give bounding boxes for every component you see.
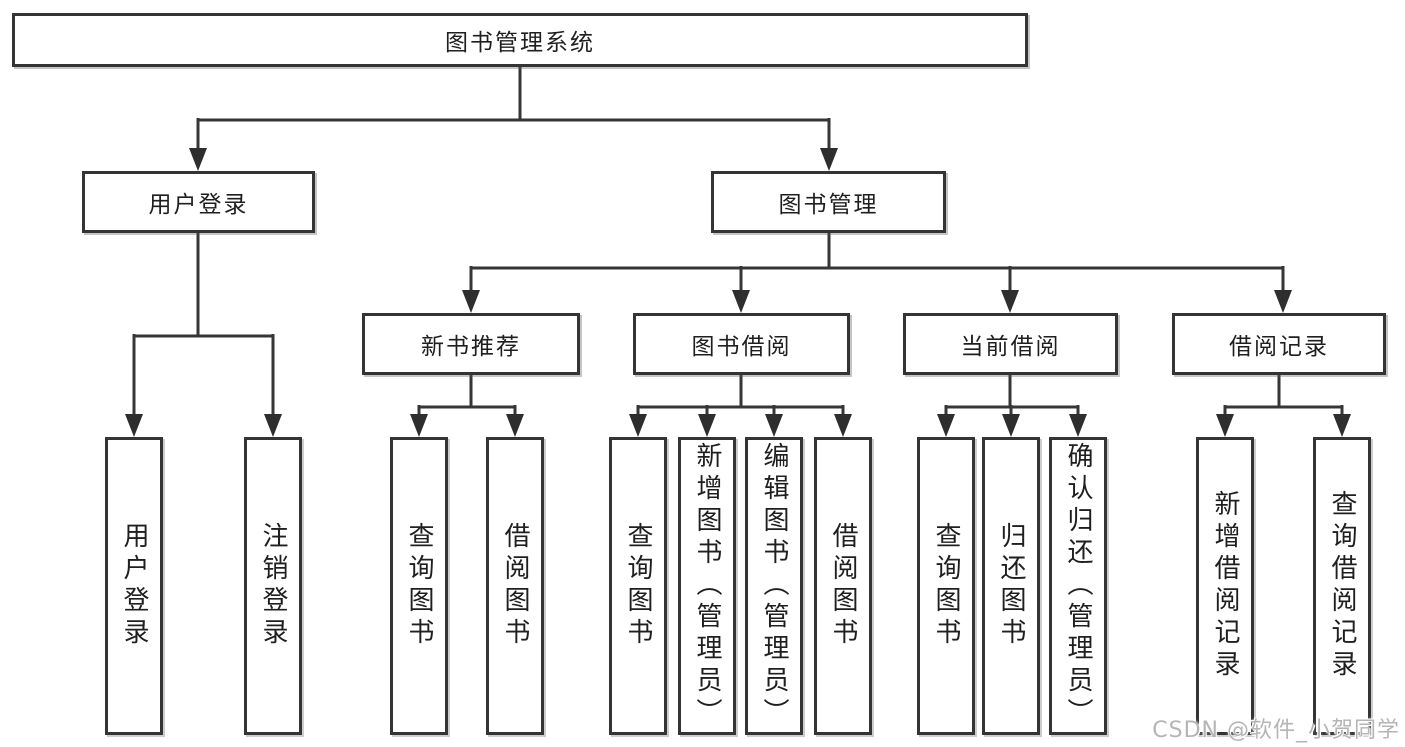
leaf-logout-label: 注销登录 xyxy=(258,522,288,650)
node-new-book-recommend: 新书推荐 xyxy=(362,313,580,375)
leaf-logout: 注销登录 xyxy=(244,437,302,735)
leaf-edit-book-admin: 编辑图书（管理员） xyxy=(745,437,803,735)
csdn-watermark: CSDN @软件_小贺同学 xyxy=(1152,718,1400,743)
node-borrowing-records-label: 借阅记录 xyxy=(1229,334,1329,360)
leaf-add-book-admin: 新增图书（管理员） xyxy=(678,437,736,735)
leaf-confirm-return-admin: 确认归还（管理员） xyxy=(1049,437,1107,735)
leaf-user-login: 用户登录 xyxy=(105,437,163,735)
leaf-query-books-borrowing: 查询图书 xyxy=(609,437,667,735)
leaf-query-borrow-record: 查询借阅记录 xyxy=(1313,437,1371,735)
node-current-borrowing: 当前借阅 xyxy=(903,313,1118,375)
node-book-borrowing: 图书借阅 xyxy=(633,313,850,375)
leaf-return-book-label: 归还图书 xyxy=(996,522,1026,650)
node-current-borrowing-label: 当前借阅 xyxy=(960,334,1061,360)
node-new-book-recommend-label: 新书推荐 xyxy=(421,334,521,360)
leaf-query-books-recommend-label: 查询图书 xyxy=(404,522,434,650)
leaf-add-book-admin-label: 新增图书（管理员） xyxy=(692,442,722,730)
leaf-query-books-current-label: 查询图书 xyxy=(931,522,961,650)
node-book-management-label: 图书管理 xyxy=(778,192,879,218)
leaf-query-books-borrowing-label: 查询图书 xyxy=(623,522,653,650)
leaf-borrow-books-recommend-label: 借阅图书 xyxy=(500,522,530,650)
leaf-query-borrow-record-label: 查询借阅记录 xyxy=(1327,490,1357,682)
node-library-system: 图书管理系统 xyxy=(12,13,1028,67)
leaf-borrow-books-label: 借阅图书 xyxy=(828,522,858,650)
leaf-borrow-books-recommend: 借阅图书 xyxy=(486,437,544,735)
leaf-query-books-recommend: 查询图书 xyxy=(390,437,448,735)
node-borrowing-records: 借阅记录 xyxy=(1172,313,1386,375)
node-book-management: 图书管理 xyxy=(711,171,946,233)
leaf-query-books-current: 查询图书 xyxy=(917,437,975,735)
node-user-login-label: 用户登录 xyxy=(148,192,249,218)
leaf-user-login-label: 用户登录 xyxy=(119,522,149,650)
leaf-add-borrow-record: 新增借阅记录 xyxy=(1196,437,1254,735)
leaf-edit-book-admin-label: 编辑图书（管理员） xyxy=(759,442,789,730)
node-book-borrowing-label: 图书借阅 xyxy=(691,334,792,360)
arrow-down-icons xyxy=(125,148,1351,437)
leaf-return-book: 归还图书 xyxy=(982,437,1040,735)
node-user-login: 用户登录 xyxy=(82,171,315,233)
node-library-system-label: 图书管理系统 xyxy=(445,30,595,56)
leaf-borrow-books: 借阅图书 xyxy=(814,437,872,735)
leaf-add-borrow-record-label: 新增借阅记录 xyxy=(1210,490,1240,682)
leaf-confirm-return-admin-label: 确认归还（管理员） xyxy=(1063,442,1093,730)
